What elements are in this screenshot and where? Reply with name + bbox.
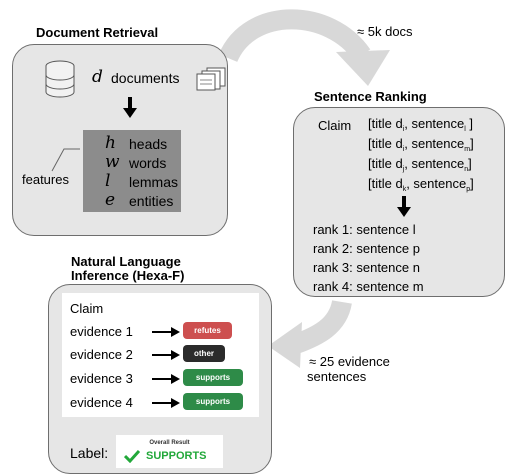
d-symbol: d xyxy=(92,67,103,87)
features-box: h heads w words l lemmas e entities xyxy=(83,130,181,212)
evidence-count-line2: sentences xyxy=(307,369,367,384)
documents-label: documents xyxy=(111,70,180,86)
ranking-claim-label: Claim xyxy=(318,118,352,133)
inference-title-line2: Inference (Hexa-F) xyxy=(71,268,185,283)
bottom-curve-arrowhead xyxy=(268,322,302,368)
rank-row: rank 1: sentence l xyxy=(313,222,416,237)
verdict-badge-other: other xyxy=(183,345,225,362)
features-label: features xyxy=(22,172,69,187)
verdict-badge-supports: supports xyxy=(183,393,243,410)
documents-stack-icon xyxy=(196,67,226,91)
docs-count: ≈ 5k docs xyxy=(357,24,413,39)
feature-words: w words xyxy=(83,152,181,173)
right-arrow-icon xyxy=(152,374,180,384)
feature-label: lemmas xyxy=(129,174,179,190)
ranking-panel xyxy=(293,107,505,297)
candidate-sentence: [title di, sentencem] xyxy=(368,136,474,153)
verdict-badge-refutes: refutes xyxy=(183,322,232,339)
evidence-count-line1: ≈ 25 evidence xyxy=(309,354,390,369)
feature-symbol: h xyxy=(105,133,116,153)
overall-result-value: SUPPORTS xyxy=(146,450,207,462)
ranking-title: Sentence Ranking xyxy=(314,89,427,104)
evidence-label: evidence 1 xyxy=(70,324,133,339)
candidate-sentence: [title dj, sentencen] xyxy=(368,156,472,173)
features-pointer-line xyxy=(51,148,80,172)
database-icon xyxy=(45,60,75,98)
overall-result-card: Overall Result SUPPORTS xyxy=(116,435,223,468)
feature-label: heads xyxy=(129,136,168,152)
checkmark-icon xyxy=(124,449,140,463)
label-text: Label: xyxy=(70,445,109,461)
overall-result-header: Overall Result xyxy=(149,440,190,446)
retrieval-title: Document Retrieval xyxy=(36,25,159,40)
feature-heads: h heads xyxy=(83,133,181,154)
bottom-curve-arrow xyxy=(292,299,352,354)
feature-symbol: e xyxy=(105,190,116,210)
evidence-label: evidence 3 xyxy=(70,371,133,386)
right-arrow-icon xyxy=(152,327,180,337)
right-arrow-icon xyxy=(152,350,180,360)
feature-symbol: l xyxy=(105,171,111,191)
down-arrow-icon xyxy=(397,196,411,217)
rank-row: rank 4: sentence m xyxy=(313,279,424,294)
candidate-sentence: [title dk, sentencep] xyxy=(368,176,474,193)
feature-lemmas: l lemmas xyxy=(83,171,181,192)
right-arrow-icon xyxy=(152,398,180,408)
down-arrow-icon xyxy=(123,97,137,118)
inference-title-line1: Natural Language xyxy=(71,254,181,269)
top-curve-arrow xyxy=(218,9,371,63)
rank-row: rank 3: sentence n xyxy=(313,260,420,275)
feature-symbol: w xyxy=(105,152,120,172)
verdict-badge-supports: supports xyxy=(183,369,243,386)
feature-label: words xyxy=(129,155,167,171)
feature-label: entities xyxy=(129,193,174,209)
inference-claim-label: Claim xyxy=(70,301,104,316)
top-curve-arrowhead xyxy=(336,50,390,86)
evidence-label: evidence 2 xyxy=(70,347,133,362)
feature-entities: e entities xyxy=(83,190,181,211)
candidate-sentence: [title di, sentencel ] xyxy=(368,116,474,133)
evidence-label: evidence 4 xyxy=(70,395,133,410)
rank-row: rank 2: sentence p xyxy=(313,241,420,256)
